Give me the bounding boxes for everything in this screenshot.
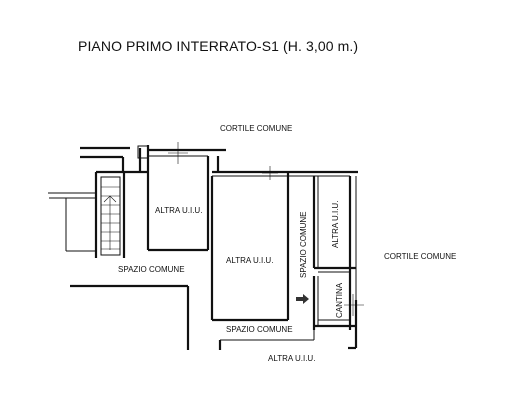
label-spazio-comune-bottom: SPAZIO COMUNE <box>226 325 293 334</box>
label-altra-uiu-bottom: ALTRA U.I.U. <box>268 354 315 363</box>
label-cortile-top: CORTILE COMUNE <box>220 124 292 133</box>
label-altra-uiu-center: ALTRA U.I.U. <box>226 256 273 265</box>
label-altra-uiu-left: ALTRA U.I.U. <box>155 206 202 215</box>
plan-title: PIANO PRIMO INTERRATO-S1 (H. 3,00 m.) <box>78 38 359 54</box>
room-altra-uiu-center: ALTRA U.I.U. <box>210 166 290 322</box>
entry-arrow-icon <box>296 294 309 304</box>
lower-boundaries <box>70 284 315 350</box>
room-altra-uiu-left: ALTRA U.I.U. <box>137 142 226 252</box>
label-altra-uiu-right: ALTRA U.I.U. <box>331 201 340 248</box>
right-block: SPAZIO COMUNE ALTRA U.I.U. CANTINA <box>288 170 364 350</box>
label-spazio-comune-left: SPAZIO COMUNE <box>118 265 185 274</box>
label-cantina: CANTINA <box>335 282 344 318</box>
label-spazio-comune-vertical: SPAZIO COMUNE <box>299 211 308 278</box>
label-cortile-right: CORTILE COMUNE <box>384 252 456 261</box>
stair-block <box>48 146 148 258</box>
stair-treads <box>101 186 120 250</box>
